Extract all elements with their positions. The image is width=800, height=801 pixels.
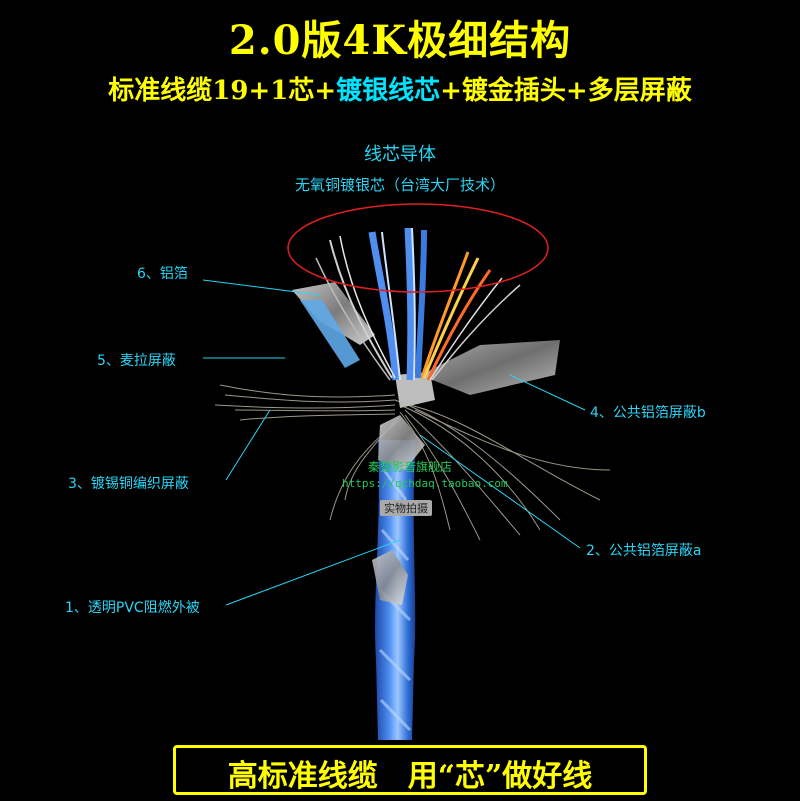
foil-scrap-lower (372, 550, 408, 605)
footer-banner: 高标准线缆 用“芯”做好线 (173, 745, 647, 795)
conductor-title: 线芯导体 (364, 144, 436, 165)
label-layer-6-aluminum-foil: 6、铝箔 (137, 266, 188, 282)
label-layer-4-common-foil-b: 4、公共铝箔屏蔽b (590, 405, 706, 421)
cable-jacket-stripes (378, 469, 412, 732)
common-foil-b (420, 340, 560, 395)
subtitle-part-2: 镀银线芯 (336, 76, 441, 106)
subtitle-part-3: +镀金插头+多层屏蔽 (440, 76, 692, 106)
label-layer-5-mylar-shield: 5、麦拉屏蔽 (97, 353, 176, 369)
leader-lines (202, 279, 586, 606)
conductor-description: 无氧铜镀银芯（台湾大厂技术） (294, 176, 505, 194)
watermark-url: https://qchdaq.taobao.com (342, 477, 508, 490)
page-subtitle: 标准线缆19+1芯+镀银线芯+镀金插头+多层屏蔽 (0, 70, 800, 107)
subtitle-part-1: 标准线缆19+1芯+ (108, 76, 337, 106)
conductor-highlight-ellipse (287, 203, 549, 293)
watermark-real-shot-badge: 实物拍摄 (380, 500, 432, 516)
common-foil-a (378, 415, 425, 470)
conductor-wires (315, 235, 521, 381)
label-layer-3-tinned-braid: 3、镀锡铜编织屏蔽 (68, 476, 189, 492)
page-title: 2.0版4K极细结构 (228, 17, 572, 64)
foil-knot (395, 372, 435, 408)
mylar-shield-left (300, 300, 360, 368)
label-layer-1-pvc-jacket: 1、透明PVC阻燃外被 (65, 600, 200, 616)
watermark-shop-name: 秦楚影音旗舰店 (368, 460, 453, 474)
twisted-pairs (368, 227, 427, 381)
aluminum-foil-left (292, 282, 375, 345)
footer-slogan: 高标准线缆 用“芯”做好线 (227, 759, 593, 794)
label-layer-2-common-foil-a: 2、公共铝箔屏蔽a (586, 543, 702, 559)
braid-shield-strands (214, 384, 611, 541)
